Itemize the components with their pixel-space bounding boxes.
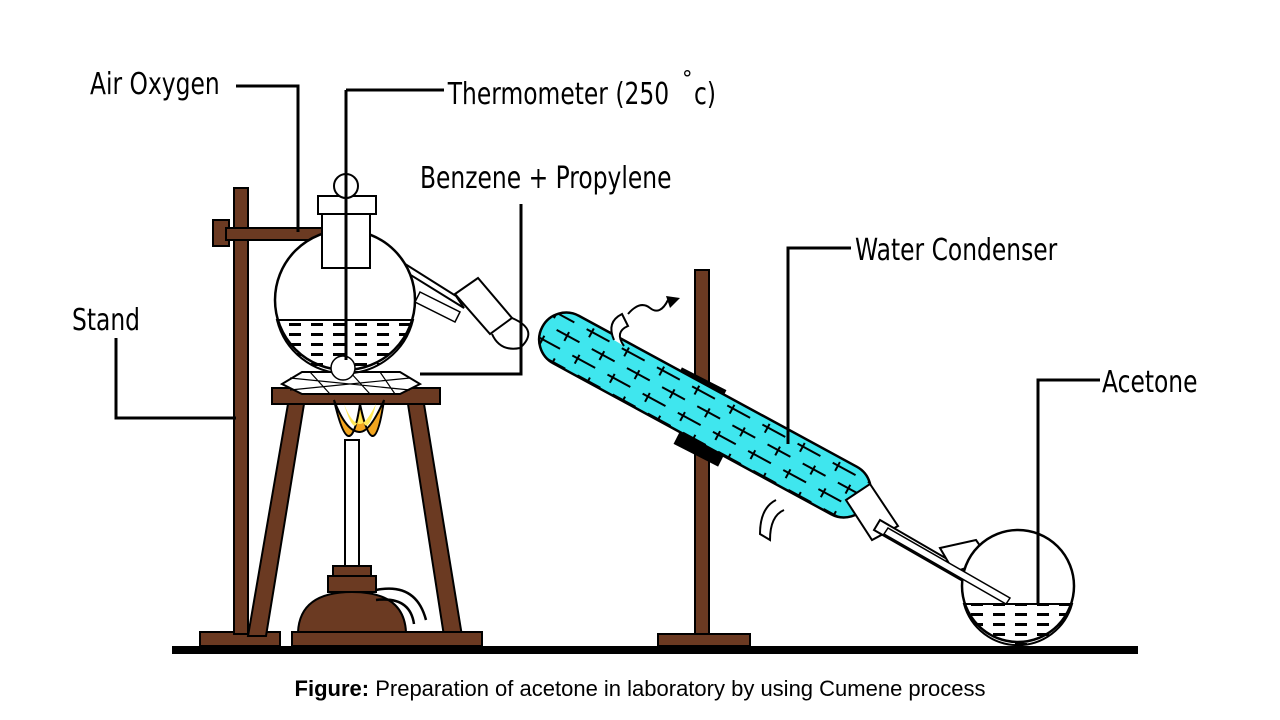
caption-label: Figure: [294, 676, 370, 701]
leader-benzene-propylene [420, 204, 523, 376]
label-thermometer: Thermometer (250 [447, 77, 669, 112]
bunsen-burner [296, 399, 428, 633]
leader-air-oxygen [236, 84, 300, 232]
label-stand: Stand [72, 303, 140, 338]
label-acetone: Acetone [1102, 365, 1198, 400]
apparatus-diagram: Air Oxygen Thermometer (250 ° c) Benzene… [72, 67, 1198, 654]
label-thermometer-unit: c) [694, 77, 716, 112]
label-air-oxygen: Air Oxygen [90, 67, 220, 102]
leader-water-condenser [786, 246, 851, 444]
receiver-flask [844, 482, 1076, 647]
leader-stand [114, 338, 236, 420]
leader-acetone [1036, 378, 1100, 604]
flask-connector [413, 276, 530, 350]
wire-gauze [279, 371, 423, 395]
label-water-condenser: Water Condenser [855, 233, 1058, 268]
label-thermometer-degree: ° [682, 67, 693, 91]
figure-caption: Figure: Preparation of acetone in labora… [0, 676, 1280, 702]
label-benzene-propylene: Benzene + Propylene [420, 161, 672, 196]
table-surface [172, 646, 1138, 654]
caption-text: Preparation of acetone in laboratory by … [369, 676, 986, 701]
distillation-flask [273, 173, 465, 381]
